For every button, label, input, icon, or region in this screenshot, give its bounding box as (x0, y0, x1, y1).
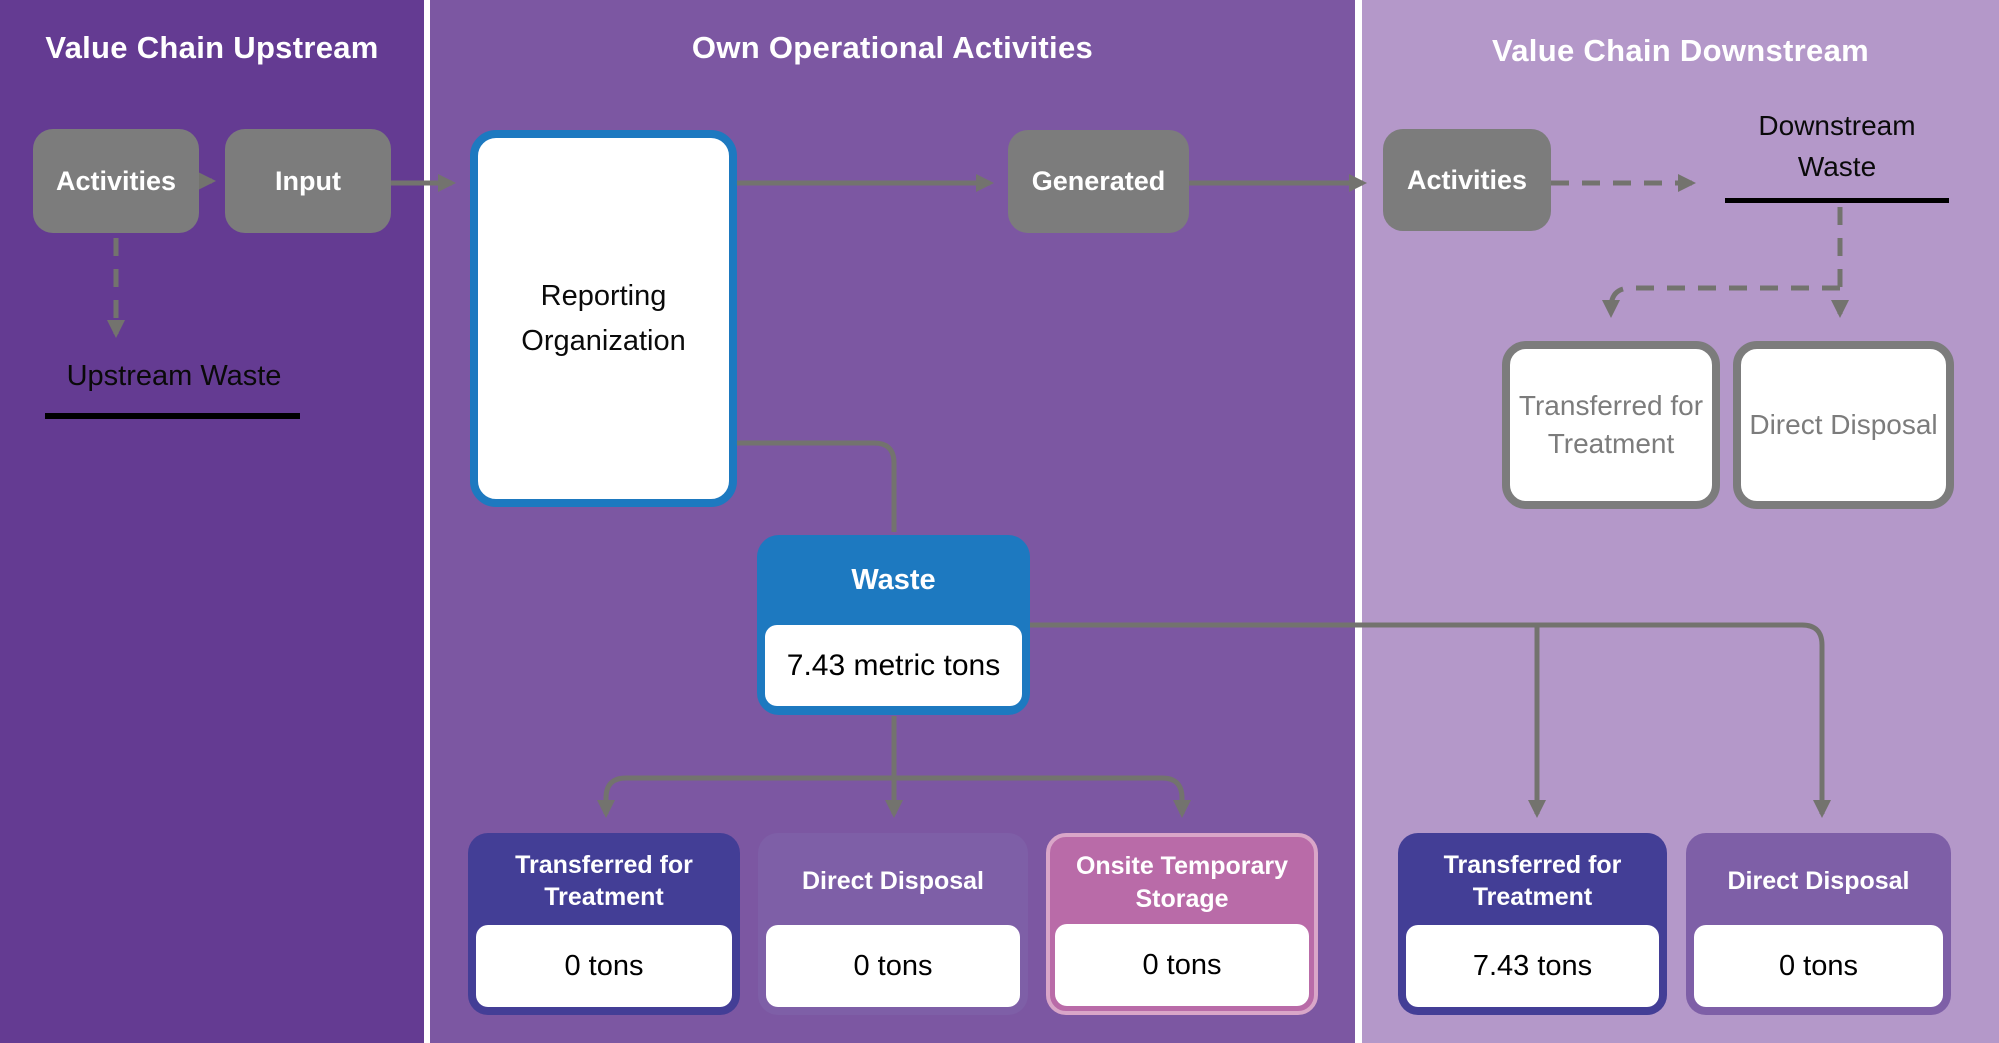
generated-node: Generated (1008, 130, 1189, 233)
onsite-temporary-storage-value: 0 tons (1055, 924, 1309, 1006)
panel-divider (1355, 0, 1362, 1043)
onsite-temporary-storage-node: Onsite Temporary Storage 0 tons (1046, 833, 1318, 1015)
own-direct-disposal-node: Direct Disposal 0 tons (758, 833, 1028, 1015)
downstream-waste-underline (1725, 198, 1949, 203)
upstream-activities-node: Activities (33, 129, 199, 233)
downstream-direct-disposal-title: Direct Disposal (1727, 866, 1910, 895)
upstream-waste-underline (45, 413, 300, 419)
downstream-direct-disposal-node: Direct Disposal 0 tons (1686, 833, 1951, 1015)
own-transferred-for-treatment-node: Transferred for Treatment 0 tons (468, 833, 740, 1015)
upstream-panel-title: Value Chain Upstream (45, 30, 379, 65)
downstream-transferred-for-treatment-node: Transferred for Treatment 7.43 tons (1398, 833, 1667, 1015)
downstream-activities-node: Activities (1383, 129, 1551, 231)
downstream-waste-label: Downstream Waste (1758, 110, 1916, 182)
waste-total-value: 7.43 metric tons (765, 625, 1022, 706)
input-node: Input (225, 129, 391, 233)
panel-divider (424, 0, 430, 1043)
reporting-organization-node: Reporting Organization (470, 130, 737, 507)
own-operations-panel-title: Own Operational Activities (691, 30, 1094, 65)
downstream-transferred-route-node: Transferred for Treatment (1502, 341, 1720, 509)
downstream-direct-disposal-value: 0 tons (1694, 925, 1943, 1007)
upstream-waste-label: Upstream Waste (66, 360, 282, 392)
own-direct-disposal-value: 0 tons (766, 925, 1020, 1007)
own-transferred-for-treatment-title: Transferred for Treatment (515, 850, 693, 912)
own-transferred-for-treatment-value: 0 tons (476, 925, 732, 1007)
waste-total-node: Waste 7.43 metric tons (757, 535, 1030, 715)
onsite-temporary-storage-title: Onsite Temporary Storage (1075, 852, 1289, 913)
downstream-direct-route-node: Direct Disposal (1733, 341, 1954, 509)
downstream-transferred-for-treatment-title: Transferred for Treatment (1443, 850, 1622, 912)
downstream-transferred-for-treatment-value: 7.43 tons (1406, 925, 1659, 1007)
waste-total-title: Waste (851, 563, 936, 596)
own-direct-disposal-title: Direct Disposal (801, 866, 984, 895)
downstream-panel-title: Value Chain Downstream (1492, 33, 1869, 68)
